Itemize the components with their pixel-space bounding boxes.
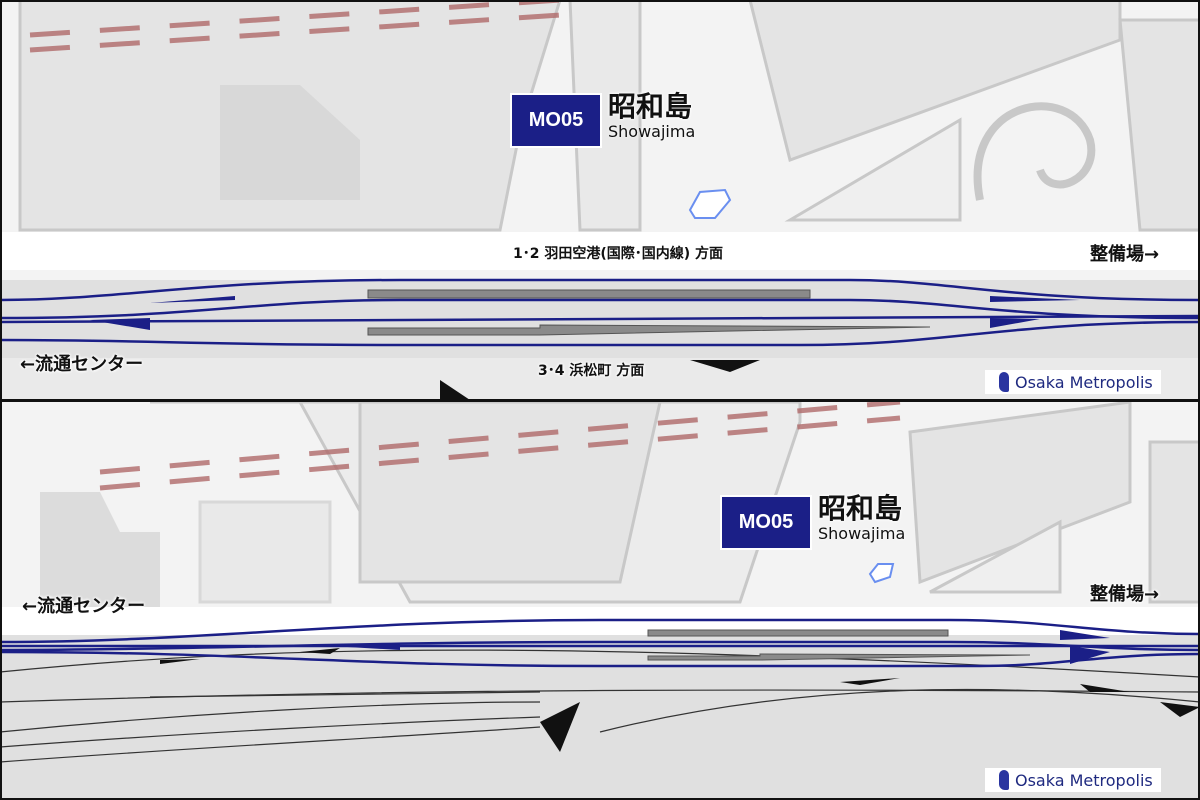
direction-label-upper: 1･2 羽田空港(国際･国内線) 方面 bbox=[513, 246, 724, 262]
buildings bbox=[40, 402, 1200, 622]
station-code-badge: MO05 bbox=[720, 495, 812, 550]
direction-label-lower: 3･4 浜松町 方面 bbox=[538, 363, 645, 379]
station-name-en: Showajima bbox=[818, 524, 906, 543]
bottom-map-graphics bbox=[0, 402, 1200, 800]
tracks bbox=[0, 618, 1200, 668]
brand-name: Osaka Metropolis bbox=[1015, 372, 1153, 392]
station-name-en: Showajima bbox=[608, 122, 696, 141]
panel-divider bbox=[0, 399, 1200, 402]
bottom-map-panel: MO05 昭和島 Showajima ←流通センター 整備場→ Osaka Me… bbox=[0, 402, 1200, 800]
platforms bbox=[647, 629, 1031, 661]
left-direction-label: ←流通センター bbox=[22, 596, 146, 617]
rail-hint-dashes bbox=[29, 0, 561, 53]
yard-tracks bbox=[0, 649, 1200, 763]
station-code-badge: MO05 bbox=[510, 93, 602, 148]
brand-logo: Osaka Metropolis bbox=[985, 370, 1161, 394]
station-name-ja: 昭和島 bbox=[608, 90, 693, 123]
pond bbox=[688, 188, 732, 219]
station-label[interactable]: MO05 昭和島 Showajima bbox=[510, 93, 695, 148]
top-map-panel: MO05 昭和島 Showajima 1･2 羽田空港(国際･国内線) 方面 3… bbox=[0, 0, 1200, 400]
brand-name: Osaka Metropolis bbox=[1015, 770, 1153, 790]
rail-hint-dashes bbox=[99, 402, 901, 491]
brand-mark-icon bbox=[999, 770, 1009, 790]
top-map-graphics bbox=[0, 0, 1200, 400]
platforms bbox=[367, 289, 931, 336]
roundabout bbox=[973, 102, 1096, 201]
right-direction-label: 整備場→ bbox=[1090, 244, 1160, 265]
station-label[interactable]: MO05 昭和島 Showajima bbox=[720, 495, 905, 550]
tracks bbox=[0, 278, 1200, 347]
road bbox=[0, 232, 1200, 270]
brand-mark-icon bbox=[999, 372, 1009, 392]
station-name-ja: 昭和島 bbox=[818, 492, 903, 525]
track-bed bbox=[0, 635, 1200, 800]
right-direction-label: 整備場→ bbox=[1090, 584, 1160, 605]
left-direction-label: ←流通センター bbox=[20, 354, 144, 375]
buildings bbox=[18, 0, 1200, 232]
pond bbox=[868, 563, 895, 584]
brand-logo: Osaka Metropolis bbox=[985, 768, 1161, 792]
